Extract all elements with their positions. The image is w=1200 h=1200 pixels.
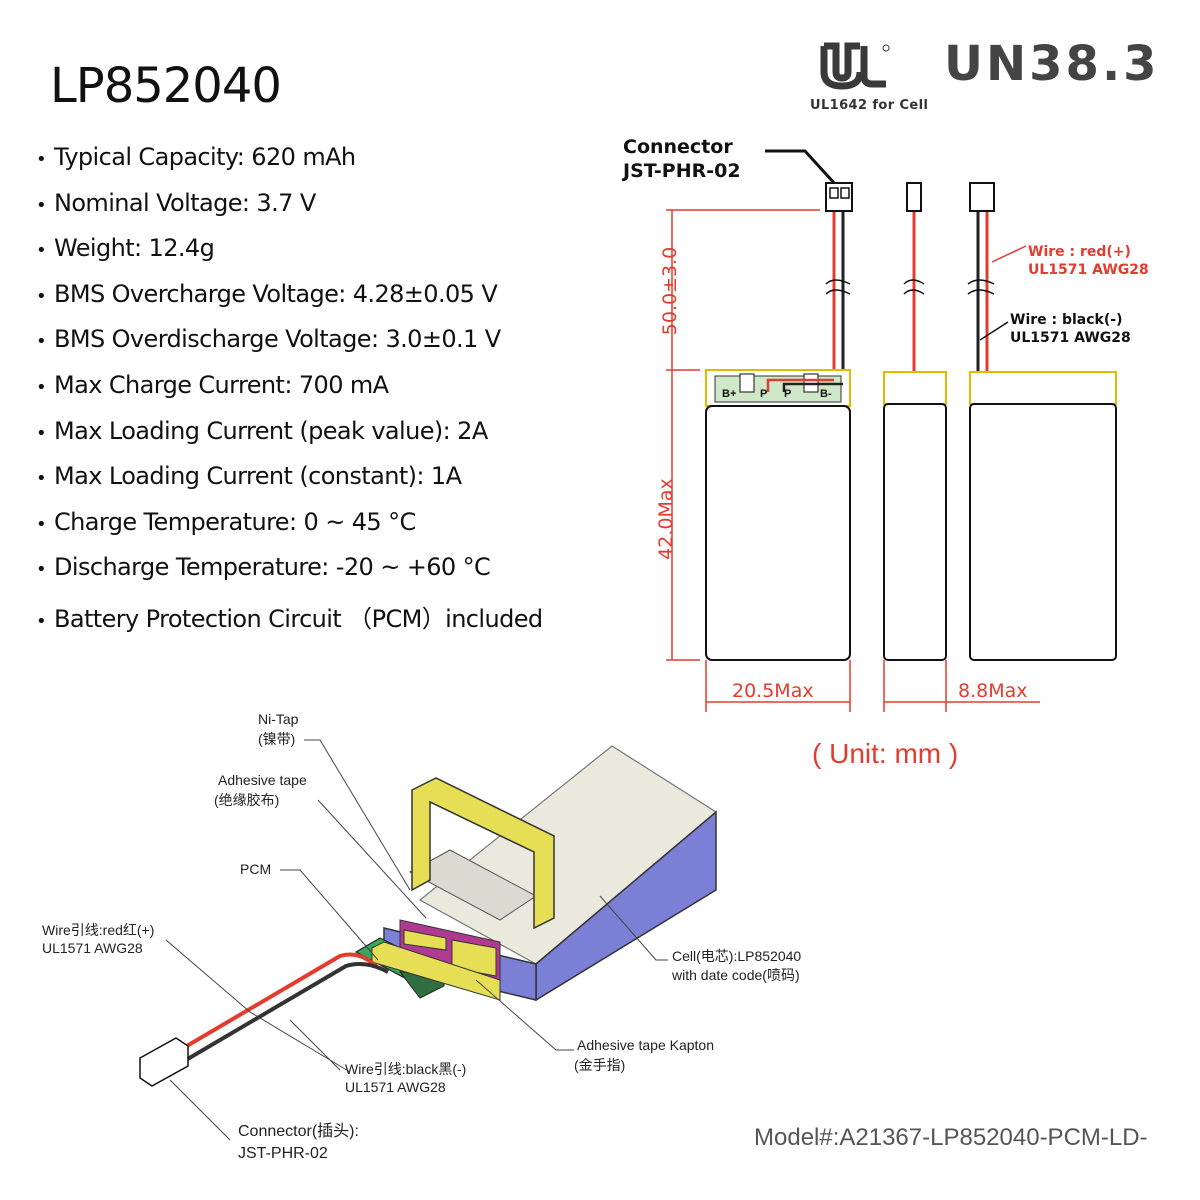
nitap-cn: (镍带) (258, 731, 296, 747)
wire-black-iso-spec: UL1571 AWG28 (345, 1079, 446, 1095)
spec-item: BMS Overcharge Voltage: 4.28±0.05 V (36, 280, 543, 326)
dim-height: 42.0Max (655, 478, 677, 560)
ul-recognized-logo (820, 42, 890, 90)
spec-item: Discharge Temperature: -20 ~ +60 °C (36, 553, 543, 599)
connector-iso (139, 1037, 189, 1087)
un383-cert: UN38.3 (944, 36, 1160, 92)
kapton-label: Adhesive tape Kapton (577, 1037, 714, 1053)
nitap-strip (411, 777, 555, 930)
pcb-p1: P (760, 388, 768, 400)
spec-item: Weight: 12.4g (36, 234, 543, 280)
model-number: Model#:A21367-LP852040-PCM-LD- (754, 1124, 1148, 1151)
spec-item: Max Loading Current (constant): 1A (36, 462, 543, 508)
connector-leader (765, 149, 837, 186)
kapton-cn: (金手指) (574, 1057, 626, 1073)
pcb-b-plus: B+ (722, 388, 737, 400)
rear-view (967, 182, 1117, 661)
exploded-view (139, 739, 718, 1141)
connector-label: Connector (623, 136, 733, 158)
wire-red-spec: UL1571 AWG28 (1028, 262, 1149, 278)
adhesive-label: Adhesive tape (218, 772, 307, 788)
dim-lead-length: 50.0±3.0 (659, 246, 681, 336)
wire-black-spec: UL1571 AWG28 (1010, 330, 1131, 346)
page-title: LP852040 (50, 58, 282, 114)
adhesive-cn: (绝缘胶布) (214, 792, 280, 808)
wire-red-iso-spec: UL1571 AWG28 (42, 940, 143, 956)
spec-item: Nominal Voltage: 3.7 V (36, 189, 543, 235)
cell-label: Cell(电芯):LP852040 (672, 948, 802, 964)
spec-item: Charge Temperature: 0 ~ 45 °C (36, 508, 543, 554)
connector-iso-model: JST-PHR-02 (238, 1145, 328, 1162)
connector-iso-label: Connector(插头): (238, 1123, 359, 1140)
spec-item: BMS Overdischarge Voltage: 3.0±0.1 V (36, 325, 543, 371)
front-dimensions (666, 209, 1040, 712)
front-view-body (705, 369, 851, 661)
side-view (883, 182, 947, 661)
spec-item: Typical Capacity: 620 mAh (36, 143, 543, 189)
unit-note: ( Unit: mm ) (812, 738, 959, 769)
nitap-label: Ni-Tap (258, 711, 299, 727)
dim-thickness: 8.8Max (958, 680, 1028, 702)
front-wires (825, 212, 851, 375)
spec-item: Battery Protection Circuit （PCM）included (36, 599, 543, 645)
spec-item: Max Charge Current: 700 mA (36, 371, 543, 417)
pcb-p2: P (784, 388, 792, 400)
wire-black-iso: Wire引线:black黑(-) (345, 1061, 467, 1077)
pcm-label: PCM (240, 861, 272, 877)
spec-item: Max Loading Current (peak value): 2A (36, 417, 543, 463)
front-connector (825, 182, 853, 212)
dim-width: 20.5Max (732, 680, 814, 702)
connector-model: JST-PHR-02 (623, 160, 741, 182)
wire-red-iso: Wire引线:red红(+) (42, 922, 155, 938)
ul-cert-text: UL1642 for Cell (810, 98, 929, 113)
wire-black-label: Wire : black(-) (1010, 312, 1123, 328)
wire-red-label: Wire : red(+) (1028, 244, 1131, 260)
cell-date-label: with date code(喷码) (672, 967, 800, 983)
spec-list: Typical Capacity: 620 mAh Nominal Voltag… (36, 143, 543, 645)
pcb-b-minus: B- (820, 388, 832, 400)
